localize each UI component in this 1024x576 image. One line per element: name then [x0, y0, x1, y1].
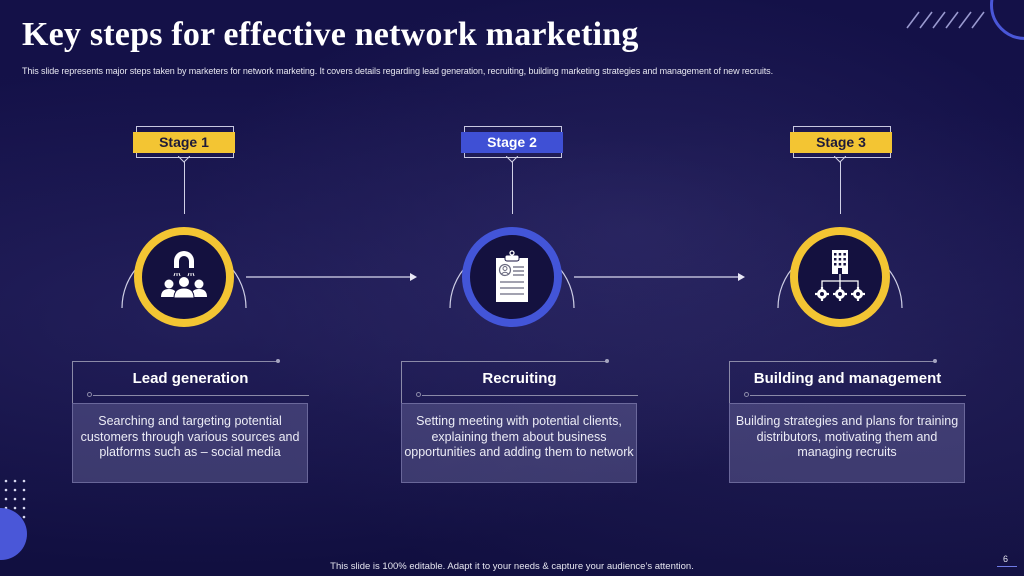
stage-3-icon-ring: [790, 227, 890, 327]
arrow-right-icon: [574, 273, 745, 281]
stage-2-card-header: Recruiting: [401, 359, 638, 403]
stage-1-card-header: Lead generation: [72, 359, 309, 403]
stage-2-icon-ring: [462, 227, 562, 327]
hatch-lines-decoration: [906, 11, 985, 29]
stage-3-tag: Stage 3: [790, 132, 892, 153]
page-number-underline: [997, 566, 1017, 567]
slide-subtitle: This slide represents major steps taken …: [22, 66, 773, 76]
stage-3-card-header: Building and management: [729, 359, 966, 403]
building-gears-icon: [815, 250, 865, 301]
connector-line: [512, 162, 513, 214]
stage-3-heading: Building and management: [753, 370, 942, 387]
stage-1-heading: Lead generation: [132, 370, 249, 387]
clipboard-profile-icon: [496, 250, 528, 302]
slide-title: Key steps for effective network marketin…: [22, 16, 639, 53]
stage-1-icon-ring: [134, 227, 234, 327]
stage-1-tag: Stage 1: [133, 132, 235, 153]
stage-2-tag: Stage 2: [461, 132, 563, 153]
slide-footer: This slide is 100% editable. Adapt it to…: [330, 561, 694, 572]
arrow-right-icon: [246, 273, 417, 281]
magnet-people-icon: [161, 251, 207, 299]
stage-2-description: Setting meeting with potential clients, …: [401, 403, 637, 483]
connector-line: [840, 162, 841, 214]
stage-1-description: Searching and targeting potential custom…: [72, 403, 308, 483]
stage-3-description: Building strategies and plans for traini…: [729, 403, 965, 483]
connector-line: [184, 162, 185, 214]
page-number: 6: [1003, 554, 1009, 564]
stage-2-heading: Recruiting: [482, 370, 557, 387]
